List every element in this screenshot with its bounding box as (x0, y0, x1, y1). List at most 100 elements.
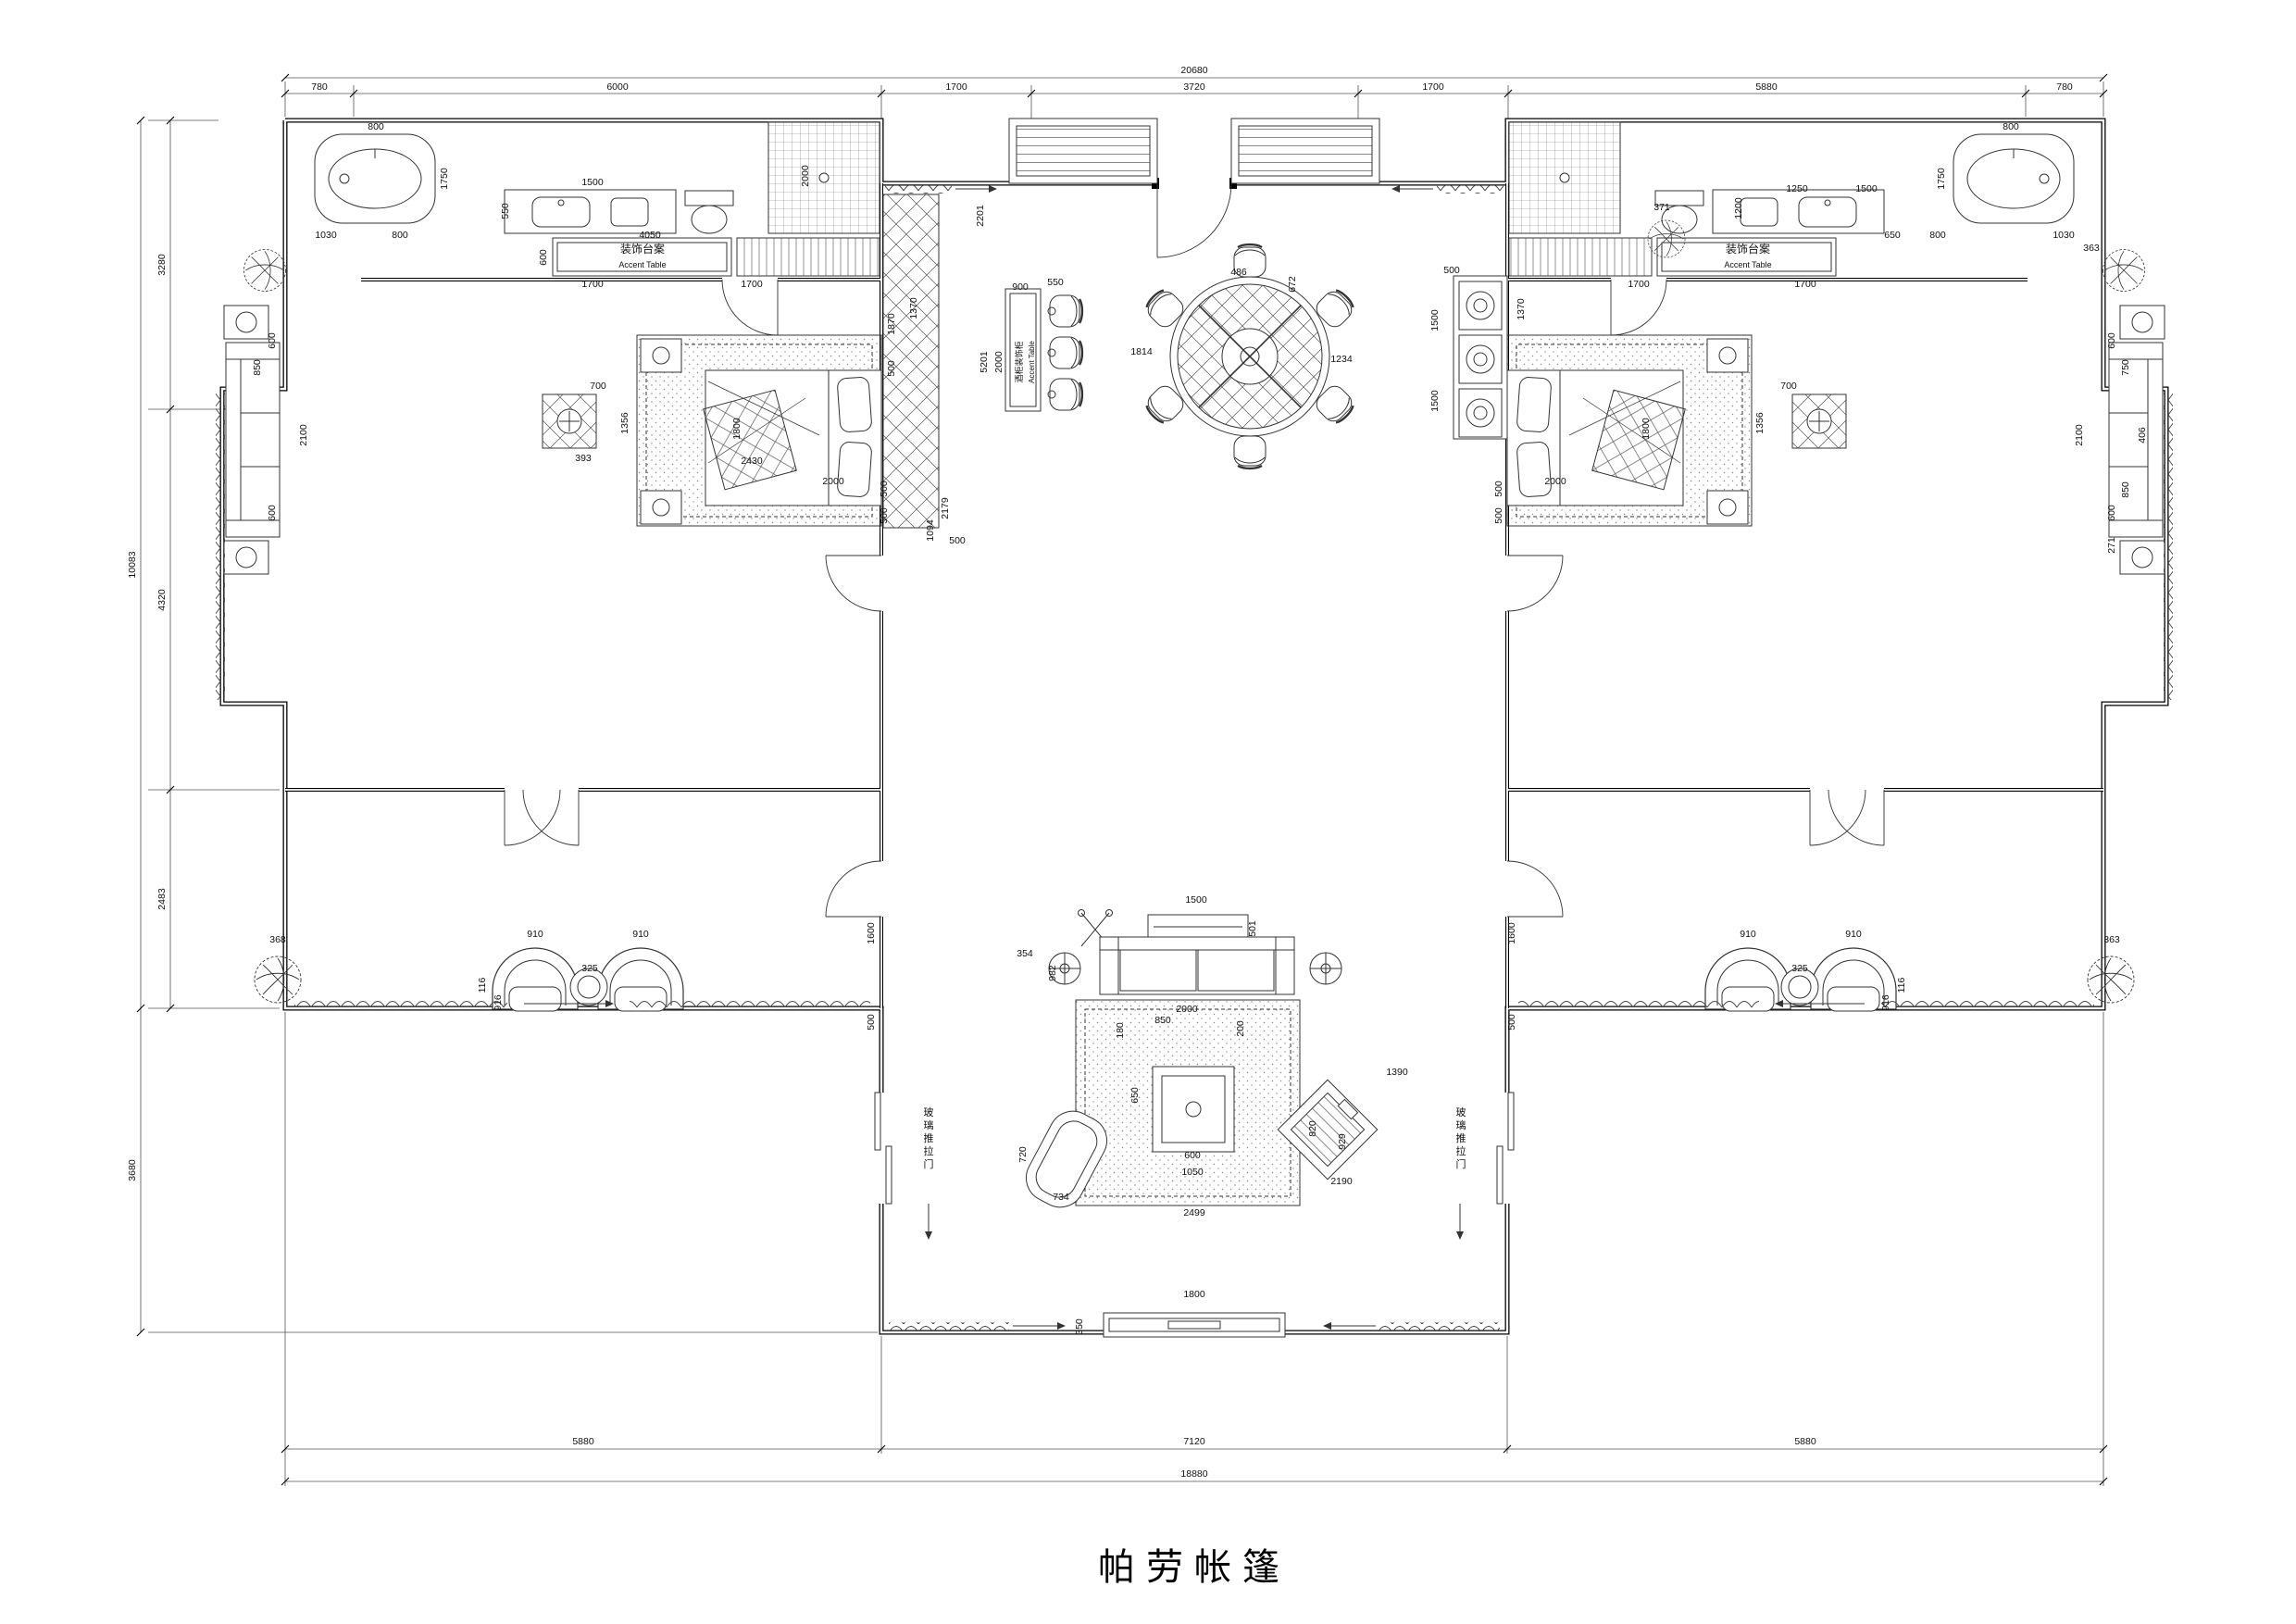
annotation-text: 800 (368, 121, 384, 132)
annotation-text: 650 (1884, 230, 1901, 241)
annotation-text: 1370 (908, 297, 919, 319)
terrace-sofa (225, 342, 281, 538)
annotation-text: 500 (886, 360, 897, 377)
annotation-text: 装饰台案 (1726, 242, 1770, 256)
side-chair (1048, 294, 1084, 329)
annotation-text: 500 (949, 535, 966, 546)
cup (1047, 306, 1056, 316)
annotation-text: 6000 (606, 81, 629, 93)
annotation-text: 1234 (1330, 354, 1353, 365)
annotation-text: 2483 (156, 888, 168, 910)
curtain-wall (889, 1322, 1009, 1330)
cup (1047, 348, 1056, 357)
annotation-text: 910 (1740, 929, 1756, 940)
annotation-text: 486 (1230, 267, 1247, 278)
annotation-text: 550 (1047, 277, 1064, 288)
runner-rug (736, 237, 880, 277)
annotation-text: 1600 (1506, 922, 1517, 944)
annotation-text: 2430 (741, 456, 763, 467)
annotation-text: 4320 (156, 589, 168, 611)
annotation-text: 1500 (1855, 183, 1878, 194)
annotation-text: 1030 (2053, 230, 2075, 241)
annotation-text: 325 (1791, 963, 1808, 974)
media-console (1103, 1312, 1286, 1338)
annotation-text: 1700 (945, 81, 967, 93)
annotation-text: 550 (500, 203, 511, 219)
annotation-text: 600 (1184, 1150, 1201, 1161)
annotation-text: 982 (1047, 965, 1058, 981)
annotation-text: 180 (1115, 1022, 1126, 1039)
annotation-text: 5880 (1794, 1436, 1816, 1447)
annotation-text: 1700 (1422, 81, 1444, 93)
annotation-text: 501 (1247, 920, 1258, 937)
annotation-text: 4050 (639, 230, 661, 241)
terrace-side-table (223, 305, 269, 575)
annotation-text: 500 (879, 507, 890, 524)
annotation-text: 1800 (1641, 418, 1652, 440)
sofa (1099, 936, 1295, 995)
center-geometry (882, 118, 1686, 1338)
side-chair (1048, 335, 1084, 370)
annotation-text: 363 (2103, 934, 2120, 945)
annotation-text: 1870 (886, 313, 897, 335)
toilet (684, 190, 734, 234)
annotation-text: 3720 (1183, 81, 1205, 93)
annotation-text: 10083 (127, 551, 138, 578)
glass-sliding-door (874, 1092, 932, 1240)
entry-door (1156, 182, 1232, 258)
annotation-text: 929 (1337, 1133, 1348, 1150)
annotation-text: 1356 (1754, 412, 1766, 434)
annotation-text: 1800 (731, 418, 742, 440)
annotation-text: 500 (1443, 265, 1460, 276)
annotation-text: 700 (1780, 381, 1797, 392)
annotation-text: 5880 (1755, 81, 1778, 93)
annotation-text: 1700 (1794, 279, 1816, 290)
annotation-text: 720 (1017, 1146, 1029, 1163)
annotation-text: 780 (311, 81, 328, 93)
annotation-text: 1500 (1429, 309, 1441, 331)
door-jambs (1152, 178, 1237, 189)
annotation-text: 910 (527, 929, 543, 940)
annotation-text: 271 (2106, 537, 2117, 554)
annotation-text: 116 (477, 977, 488, 993)
annotation-text: 酒柜装饰柜 (1014, 341, 1024, 382)
annotation-text: 750 (2120, 359, 2131, 376)
swing-door (504, 279, 882, 918)
annotation-text: 1750 (439, 168, 450, 190)
annotation-text: 2000 (822, 476, 844, 487)
annotation-text: 116 (1896, 977, 1907, 993)
annotation-text: 玻璃推拉门 (1456, 1106, 1466, 1170)
annotation-text: 354 (1017, 948, 1033, 959)
annotation-text: 500 (1493, 507, 1504, 524)
annotation-text: 1700 (741, 279, 763, 290)
annotation-text: 1700 (1628, 279, 1650, 290)
annotation-text: 368 (269, 934, 286, 945)
annotation-text: 1500 (1429, 390, 1441, 412)
plant-icon (254, 956, 302, 1004)
left-suite-geometry (216, 121, 997, 1240)
annotation-text: 20680 (1180, 65, 1207, 76)
side-chair (1048, 377, 1084, 412)
annotation-text: 371 (1653, 202, 1670, 213)
annotation-text: 1030 (315, 230, 337, 241)
living-console (1147, 914, 1249, 940)
annotation-text: 910 (632, 929, 649, 940)
annotation-text: 350 (1074, 1318, 1085, 1335)
annotation-text: 2000 (1544, 476, 1566, 487)
annotation-text: 600 (267, 505, 278, 521)
annotation-text: 500 (1506, 1014, 1517, 1031)
annotation-text: 装饰台案 (620, 242, 665, 256)
annotation-text: 1390 (1386, 1067, 1408, 1078)
annotation-text: 800 (2003, 121, 2019, 132)
bathtub (314, 133, 436, 224)
annotation-text: 1700 (581, 279, 604, 290)
annotation-text: 2179 (940, 497, 951, 519)
vanity-counter (504, 189, 677, 234)
curtain-wall (294, 1000, 507, 1008)
annotation-text: 850 (2120, 481, 2131, 498)
annotation-text: 900 (1012, 281, 1029, 293)
annotation-text: 406 (2137, 427, 2148, 443)
annotation-text: 600 (2106, 505, 2117, 521)
spoke-side-table (1048, 952, 1342, 985)
annotation-text: 780 (2056, 81, 2073, 93)
